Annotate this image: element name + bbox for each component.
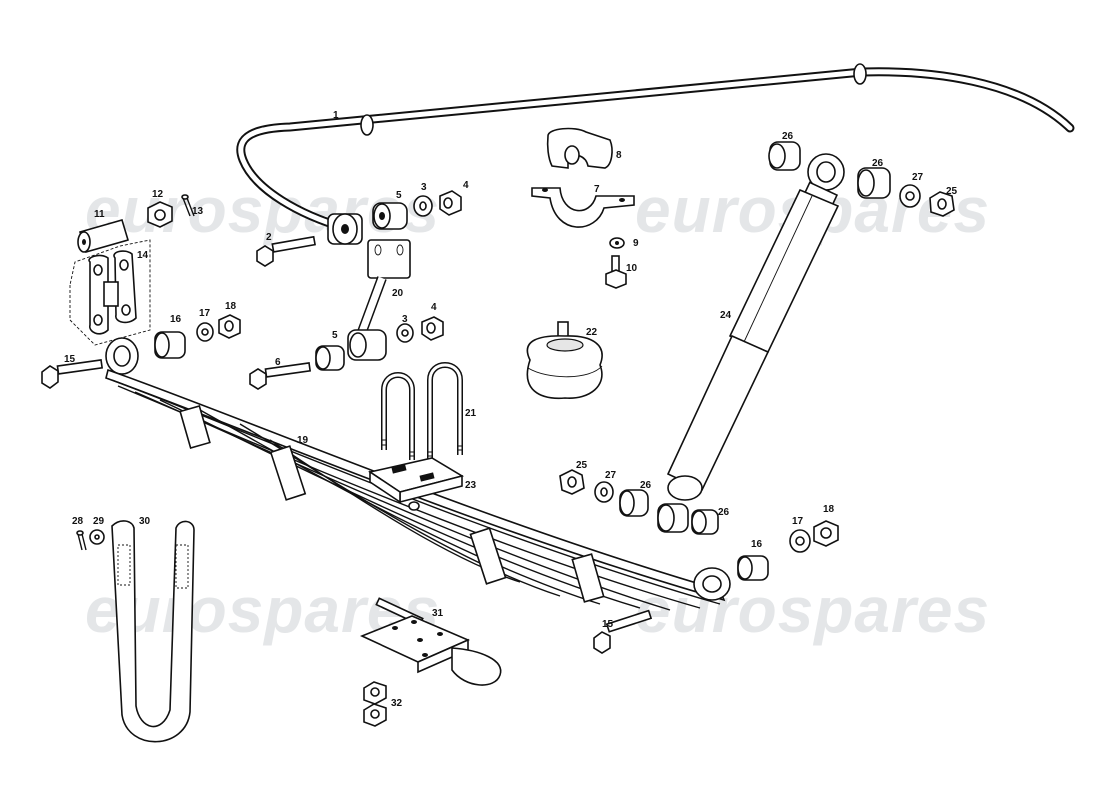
label-15-right: 15 xyxy=(602,619,614,630)
label-28: 28 xyxy=(72,516,84,527)
bushing-26-upper-b[interactable] xyxy=(857,167,891,199)
nut-4-upper[interactable] xyxy=(439,190,462,216)
label-26-upper-a: 26 xyxy=(782,131,794,142)
cotter-pin-13[interactable] xyxy=(181,194,195,217)
bolt-6[interactable] xyxy=(249,362,312,390)
rubber-bushing-8[interactable] xyxy=(546,127,613,169)
label-1: 1 xyxy=(333,110,339,121)
nut-18-left[interactable] xyxy=(218,314,241,339)
bushing-5-upper[interactable] xyxy=(372,202,408,230)
label-16-left: 16 xyxy=(170,314,182,325)
label-32: 32 xyxy=(391,698,403,709)
label-20: 20 xyxy=(392,288,404,299)
label-8: 8 xyxy=(616,150,622,161)
washer-27-upper[interactable] xyxy=(899,184,921,208)
label-2: 2 xyxy=(266,232,272,243)
label-16-right: 16 xyxy=(751,539,763,550)
label-22: 22 xyxy=(586,327,598,338)
label-17-right: 17 xyxy=(792,516,804,527)
label-4-lower: 4 xyxy=(431,302,437,313)
anti-roll-bar[interactable] xyxy=(236,63,1075,233)
label-15-left: 15 xyxy=(64,354,76,365)
label-5-lower: 5 xyxy=(332,330,338,341)
label-27-upper: 27 xyxy=(912,172,924,183)
label-24: 24 xyxy=(720,310,732,321)
label-7: 7 xyxy=(594,184,600,195)
washer-17-right[interactable] xyxy=(789,529,811,553)
label-31: 31 xyxy=(432,608,444,619)
bushing-26-upper-a[interactable] xyxy=(768,141,801,171)
label-18-right: 18 xyxy=(823,504,835,515)
check-strap-30[interactable] xyxy=(111,520,195,743)
label-6: 6 xyxy=(275,357,281,368)
label-3-upper: 3 xyxy=(421,182,427,193)
label-11: 11 xyxy=(94,209,105,220)
label-29: 29 xyxy=(93,516,105,527)
nut-25-lower[interactable] xyxy=(559,469,585,495)
label-17-left: 17 xyxy=(199,308,211,319)
callout-labels: 1 2 3 4 5 3 4 5 6 7 8 9 10 11 12 13 14 1… xyxy=(64,110,958,709)
label-30: 30 xyxy=(139,516,151,527)
label-9: 9 xyxy=(633,238,639,249)
washer-9[interactable] xyxy=(609,237,625,249)
label-5-upper: 5 xyxy=(396,190,402,201)
washer-27-lower[interactable] xyxy=(594,481,614,503)
bushing-26-lower-b[interactable] xyxy=(657,503,689,533)
bump-stop-22[interactable] xyxy=(526,321,603,400)
nut-12[interactable] xyxy=(147,201,173,228)
label-14: 14 xyxy=(137,250,149,261)
drop-link-20[interactable] xyxy=(347,239,411,361)
nut-4-lower[interactable] xyxy=(421,316,444,341)
nut-18-right[interactable] xyxy=(813,520,839,547)
leaf-spring-19[interactable] xyxy=(105,337,731,611)
label-25-upper: 25 xyxy=(946,186,958,197)
u-bolts-21[interactable] xyxy=(381,362,463,460)
label-26-lower-b: 26 xyxy=(718,507,730,518)
cotter-pin-28[interactable] xyxy=(76,530,87,551)
shackle-14[interactable] xyxy=(69,239,151,346)
washer-3-lower[interactable] xyxy=(396,323,414,343)
watermark-group: eurospares eurospares eurospares eurospa… xyxy=(85,174,989,646)
bushing-26-lower-c[interactable] xyxy=(691,509,719,535)
spring-plate-23[interactable] xyxy=(368,457,465,504)
label-23: 23 xyxy=(465,480,477,491)
washer-29[interactable] xyxy=(89,529,105,545)
bar-end-bushing[interactable] xyxy=(327,213,363,245)
bolt-15-right[interactable] xyxy=(593,609,653,654)
nut-25-upper[interactable] xyxy=(929,191,955,217)
bushing-11[interactable] xyxy=(77,219,129,253)
bushing-16-right[interactable] xyxy=(737,555,769,581)
bushing-26-lower-a[interactable] xyxy=(619,489,649,517)
washer-3-upper[interactable] xyxy=(413,195,433,217)
washer-17-left[interactable] xyxy=(196,322,214,342)
bushing-5-lower[interactable] xyxy=(315,345,345,371)
shock-absorber-24[interactable] xyxy=(666,153,845,501)
label-3-lower: 3 xyxy=(402,314,408,325)
bolt-10[interactable] xyxy=(605,255,627,289)
bolt-2[interactable] xyxy=(256,235,316,267)
mounting-plate-31[interactable] xyxy=(359,597,502,686)
label-21: 21 xyxy=(465,408,477,419)
label-25-lower: 25 xyxy=(576,460,588,471)
label-10: 10 xyxy=(626,263,638,274)
label-4-upper: 4 xyxy=(463,180,469,191)
label-19: 19 xyxy=(297,435,309,446)
label-26-lower-a: 26 xyxy=(640,480,652,491)
bracket-7[interactable] xyxy=(531,187,635,228)
label-18-left: 18 xyxy=(225,301,237,312)
label-27-lower: 27 xyxy=(605,470,617,481)
label-26-upper-b: 26 xyxy=(872,158,884,169)
bolt-15-left[interactable] xyxy=(41,359,104,389)
bushing-16-left[interactable] xyxy=(154,331,186,359)
nuts-32[interactable] xyxy=(363,681,387,727)
label-12: 12 xyxy=(152,189,164,200)
label-13: 13 xyxy=(192,206,204,217)
